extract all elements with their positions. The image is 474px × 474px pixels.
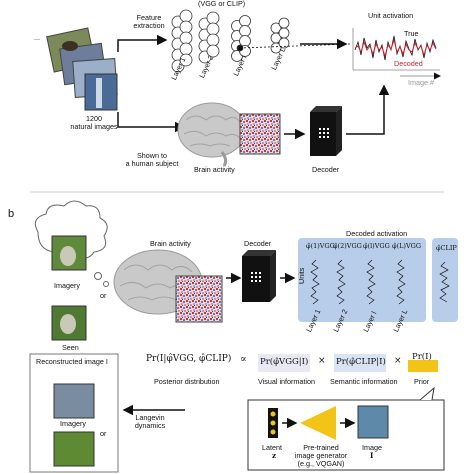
recon-imagery <box>53 383 95 419</box>
semantic-formula: Pr(φ̂CLIP|I) <box>336 357 386 367</box>
decoder-label-a: Decoder <box>312 165 340 174</box>
latent-symbol: z <box>272 451 277 460</box>
unit-activation-title: Unit activation <box>368 11 414 20</box>
image-symbol: I <box>370 451 374 460</box>
proportional-sign: ∝ <box>240 354 247 365</box>
times-sign-2: × <box>394 356 402 366</box>
feature-extraction-label: Feature extraction <box>133 13 165 30</box>
seen-label: Seen <box>62 343 79 352</box>
true-label: True <box>404 29 419 38</box>
brain-a <box>177 102 247 167</box>
posterior-formula: Pr(I|φ̂VGG, φ̂CLIP) <box>146 354 232 364</box>
decoder-box-a <box>310 106 342 156</box>
phi-vgg-1: φ̂(1)VGG <box>306 242 335 250</box>
or-label-2: or <box>100 429 107 438</box>
decoder-label-b: Decoder <box>244 239 272 248</box>
generator-triangle <box>300 406 336 440</box>
recon-seen <box>53 431 95 467</box>
panel-b-label: b <box>8 208 15 220</box>
images-caption: 1200 natural images <box>70 114 118 131</box>
dnn-layers <box>171 9 290 73</box>
brain-activity-a: Brain activity <box>194 165 235 174</box>
brain-activity-b: Brain activity <box>150 239 191 248</box>
brain-pattern-b <box>175 275 223 323</box>
visual-formula: Pr(φ̂VGG|I) <box>260 357 309 367</box>
decoded-activation-title: Decoded activation <box>346 229 408 238</box>
semantic-bar <box>334 354 386 372</box>
dnn-title: (VGG or CLIP) <box>198 0 246 8</box>
prior-bar <box>408 360 438 372</box>
arrow-decoder-to-plot <box>346 84 390 135</box>
generated-image <box>357 405 389 439</box>
semantic-info-label: Semantic information <box>330 377 398 386</box>
imagery-label: Imagery <box>54 281 80 290</box>
brain-pattern-a <box>239 113 281 155</box>
image-axis-label: Image # <box>408 78 434 87</box>
stack-dots: ... <box>34 33 40 42</box>
langevin-label: Langevin dynamics <box>134 413 166 430</box>
times-sign-1: × <box>318 356 326 366</box>
arrow-feature <box>117 34 168 52</box>
units-label: Units <box>297 267 306 284</box>
or-label-1: or <box>100 291 107 300</box>
visual-info-label: Visual information <box>258 377 315 386</box>
reconstructed-title: Reconstructed image I <box>36 357 108 366</box>
visual-bar <box>258 354 310 372</box>
phi-clip: φ̂CLIP <box>436 244 457 252</box>
generator-box <box>247 399 445 471</box>
generator-label: Pre-trained image generator (e.g., VQGAN… <box>294 443 348 468</box>
posterior-label: Posterior distribution <box>154 377 220 386</box>
prior-formula: Pr(I) <box>412 352 432 362</box>
image-stack <box>46 27 118 111</box>
shown-to-label: Shown to a human subject <box>125 151 179 168</box>
recon-imagery-label: Imagery <box>60 419 86 428</box>
decoded-label: Decoded <box>394 59 423 68</box>
decoder-box-b <box>242 250 276 302</box>
phi-vgg-2: φ̂(2)VGG <box>333 242 362 250</box>
decoded-activation-panel <box>298 238 426 322</box>
image-label: Image <box>362 443 382 452</box>
latent-vector <box>268 408 278 438</box>
prior-label: Prior <box>414 377 430 386</box>
phi-vgg-L: φ̂(L)VGG <box>392 242 422 250</box>
activation-traces <box>310 259 450 305</box>
unit-activation-plot <box>352 28 441 80</box>
arrow-shown <box>117 112 186 133</box>
phi-vgg-l: φ̂(l)VGG <box>363 242 390 250</box>
latent-label: Latent <box>262 443 282 452</box>
